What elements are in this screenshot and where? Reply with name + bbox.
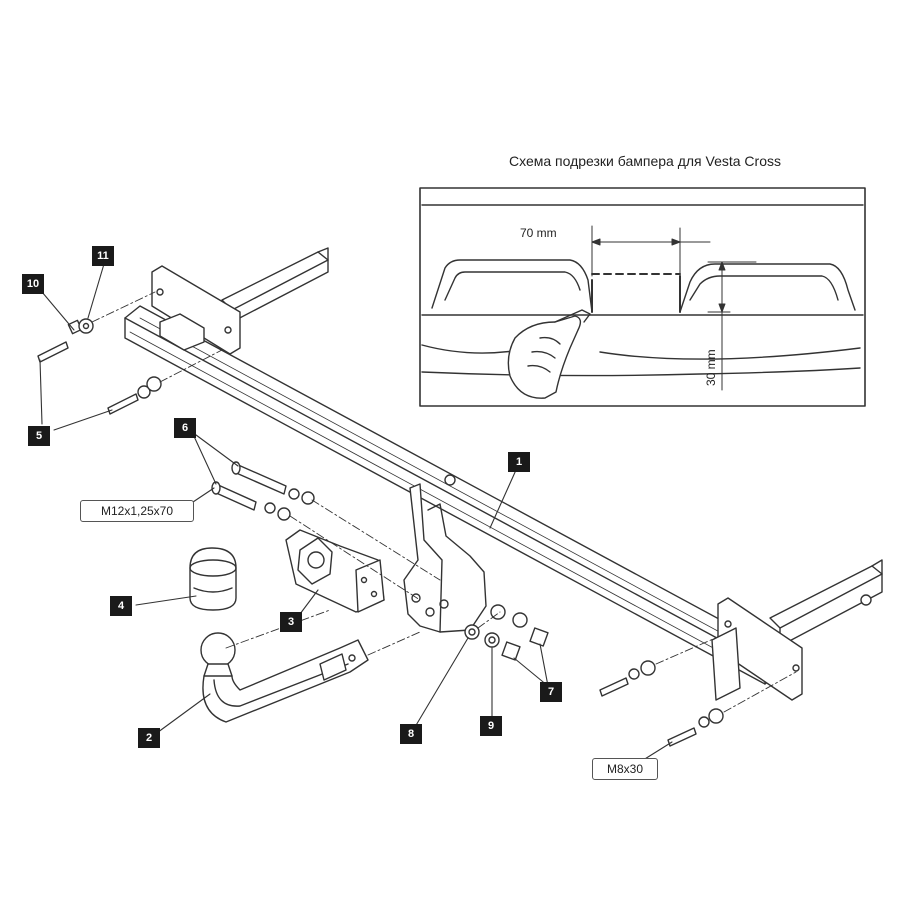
spec-bolt-m12: M12x1,25x70 (80, 500, 194, 522)
callout-7: 7 (540, 682, 562, 702)
washers-and-nuts (464, 604, 549, 661)
callout-9: 9 (480, 716, 502, 736)
callout-leaders (39, 263, 673, 763)
callout-3: 3 (280, 612, 302, 632)
assembly-lines (91, 291, 797, 713)
right-mounting-arm (711, 559, 883, 701)
dimension-width-label: 70 mm (520, 226, 557, 240)
right-fasteners (599, 660, 724, 747)
spec-bolt-m8: M8x30 (592, 758, 658, 780)
inset-frame (419, 187, 866, 407)
socket-bracket (285, 529, 385, 613)
inset-title: Схема подрезки бампера для Vesta Cross (508, 153, 781, 169)
dimension-height-label: 30 mm (704, 349, 718, 386)
bumper-cut-sketch (421, 204, 864, 399)
callout-1: 1 (508, 452, 530, 472)
left-mounting-arm (151, 247, 329, 355)
callout-2: 2 (138, 728, 160, 748)
tow-ball-neck (200, 632, 369, 723)
callout-5: 5 (28, 426, 50, 446)
callout-4: 4 (110, 596, 132, 616)
callout-8: 8 (400, 724, 422, 744)
inset-dimensions (591, 225, 757, 391)
callout-10: 10 (22, 274, 44, 294)
callout-6: 6 (174, 418, 196, 438)
ball-cap (189, 547, 237, 611)
left-fasteners (37, 318, 162, 415)
spacer-tubes (211, 461, 315, 521)
callout-11: 11 (92, 246, 114, 266)
